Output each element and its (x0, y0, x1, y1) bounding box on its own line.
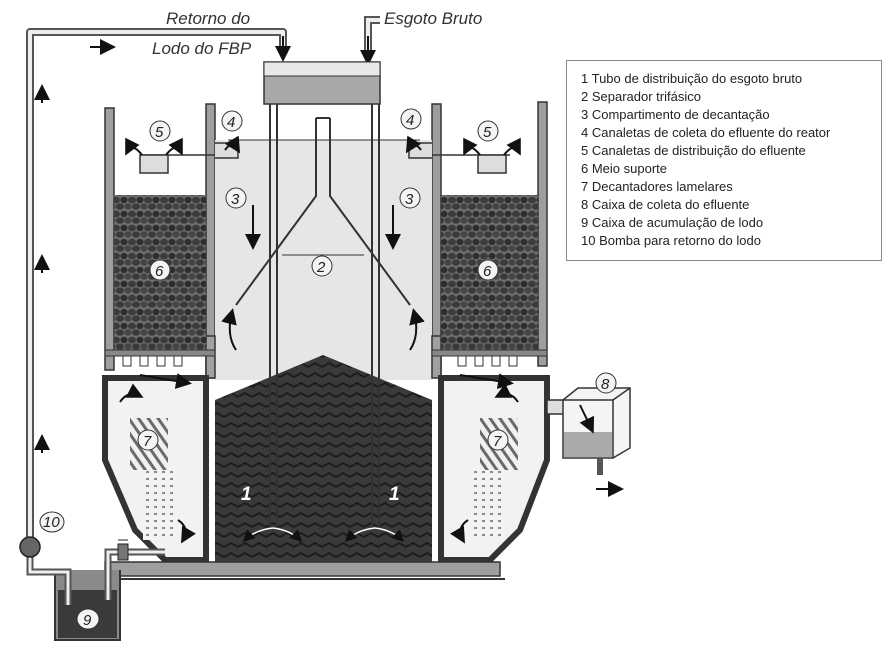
callout-9: 9 (76, 608, 100, 630)
legend-item-5: 5 Canaletas de distribuição do efluente (581, 143, 806, 158)
callout-4-right: 4 (400, 108, 422, 130)
svg-text:6: 6 (483, 263, 492, 280)
distribution-channels (139, 154, 507, 174)
callout-8: 8 (595, 372, 617, 394)
callout-3-right: 3 (399, 187, 421, 209)
distribution-tubes (269, 104, 380, 530)
legend-item-7: 7 Decantadores lamelares (581, 179, 733, 194)
callout-2: 2 (311, 255, 333, 277)
lamella-settler-right (438, 375, 550, 563)
svg-text:9: 9 (83, 612, 92, 629)
svg-text:4: 4 (406, 112, 414, 129)
svg-text:10: 10 (43, 514, 60, 531)
callout-10: 10 (39, 511, 65, 533)
callout-7-left: 7 (137, 429, 159, 451)
lamella-settler-left (102, 375, 209, 563)
settler-flow-arrows (221, 205, 425, 351)
callouts: 1 1 2 3 3 4 4 5 5 6 6 7 7 8 9 10 (39, 108, 617, 630)
callout-5-left: 5 (149, 120, 171, 142)
svg-text:3: 3 (231, 191, 240, 208)
return-label-line1: Retorno do (166, 9, 250, 28)
legend-item-4: 4 Canaletas de coleta do efluente do rea… (581, 125, 831, 140)
settler-hoppers (205, 335, 442, 379)
sludge-pump (19, 536, 41, 558)
callout-7-right: 7 (487, 429, 509, 451)
settler-arrows (119, 373, 519, 544)
effluent-box (546, 387, 631, 497)
svg-text:5: 5 (483, 124, 492, 141)
svg-text:2: 2 (316, 259, 326, 276)
callout-3-left: 3 (225, 187, 247, 209)
raw-sewage-label: Esgoto Bruto (384, 9, 482, 28)
svg-text:4: 4 (227, 114, 235, 131)
svg-text:8: 8 (601, 376, 610, 393)
svg-text:5: 5 (155, 124, 164, 141)
return-label-line2: Lodo do FBP (152, 39, 252, 58)
svg-text:1: 1 (241, 484, 252, 505)
three-phase-separator (228, 117, 420, 306)
legend-item-8: 8 Caixa de coleta do efluente (581, 197, 750, 212)
svg-text:6: 6 (155, 263, 164, 280)
media-bottom-plates (104, 349, 548, 367)
callout-1-right: 1 (389, 484, 400, 505)
tube-outlet-arrows (242, 527, 405, 543)
distribution-box (263, 61, 381, 105)
legend-item-9: 9 Caixa de acumulação de lodo (581, 215, 764, 230)
legend-item-6: 6 Meio suporte (581, 161, 667, 176)
svg-text:3: 3 (405, 191, 414, 208)
svg-text:7: 7 (143, 433, 152, 450)
sludge-blanket (215, 355, 432, 562)
spray-arrows (125, 135, 521, 156)
legend-item-10: 10 Bomba para retorno do lodo (581, 233, 761, 248)
legend-item-3: 3 Compartimento de decantação (581, 107, 770, 122)
svg-text:1: 1 (389, 484, 400, 505)
callout-6-right: 6 (477, 259, 499, 281)
svg-text:7: 7 (493, 433, 502, 450)
legend-item-1: 1 Tubo de distribuição do esgoto bruto (581, 71, 803, 86)
callout-5-right: 5 (477, 120, 499, 142)
legend-item-2: 2 Separador trifásico (581, 89, 701, 104)
callout-6-left: 6 (149, 259, 171, 281)
reactor-base (104, 561, 501, 577)
callout-1-left: 1 (241, 484, 252, 505)
return-flow-arrows (34, 36, 376, 453)
raw-sewage-pipe (364, 16, 380, 58)
legend-box: 1 Tubo de distribuição do esgoto bruto 2… (566, 60, 882, 261)
callout-4-left: 4 (221, 110, 243, 132)
valve (117, 539, 129, 561)
